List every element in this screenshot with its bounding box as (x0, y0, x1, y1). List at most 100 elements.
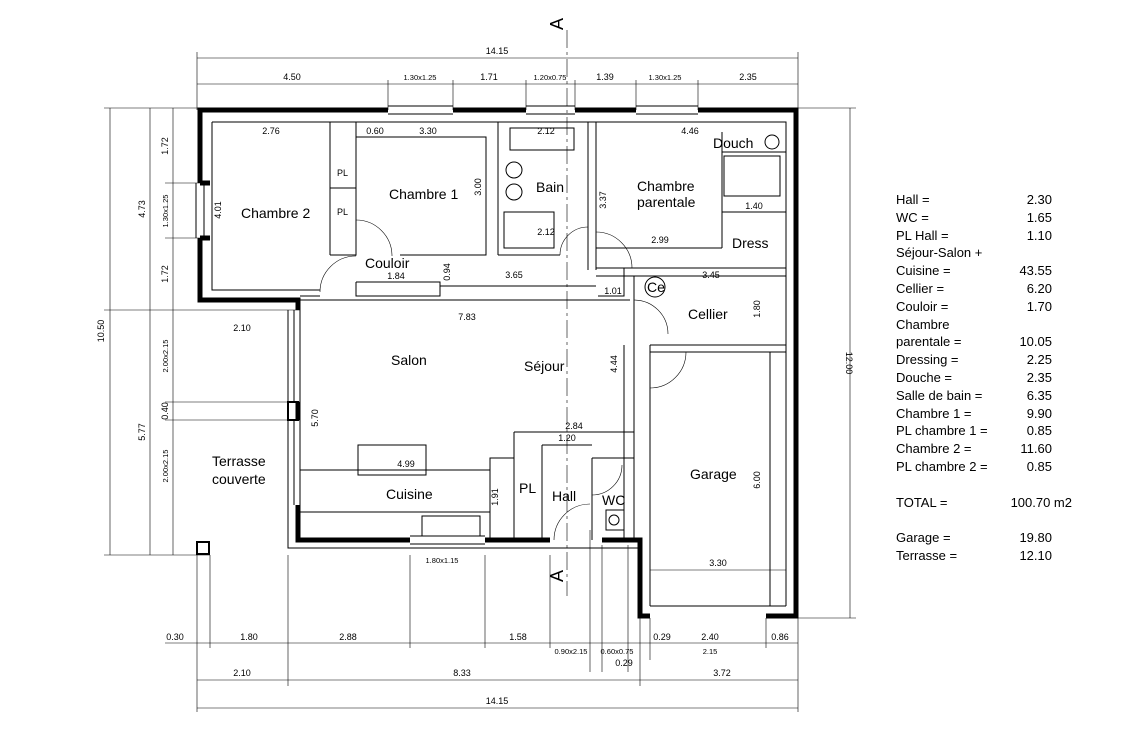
dim-bottom-door-1: 0.90x2.15 (555, 647, 588, 656)
room-terrasse-2: couverte (212, 471, 266, 487)
surface-value: 1.10 (1026, 227, 1052, 243)
room-bain: Bain (536, 179, 564, 195)
surface-value: 9.90 (1026, 405, 1052, 421)
room-chambre-1: Chambre 1 (389, 186, 458, 202)
dim-4-01: 4.01 (213, 201, 223, 219)
exterior-walls (196, 107, 799, 619)
surface-value: 1.65 (1026, 209, 1052, 225)
dim-bottom-2-10: 2.10 (233, 668, 251, 678)
room-cuisine: Cuisine (386, 486, 433, 502)
wall-inner-lines (211, 121, 787, 607)
surface-label: Hall = (896, 192, 930, 207)
dim-0-60: 0.60 (366, 126, 384, 136)
section-marker-bottom: A (547, 570, 567, 582)
dim-3-45: 3.45 (702, 270, 720, 280)
dim-bottom-1-80: 1.80 (240, 632, 258, 642)
dim-5-70: 5.70 (310, 409, 320, 427)
surface-value: 11.60 (1020, 441, 1052, 457)
room-sejour: Séjour (524, 358, 565, 374)
dim-left-5-77: 5.77 (137, 423, 147, 441)
closet-label-pl-2: PL (337, 207, 348, 217)
dim-right-12-00: 12.00 (844, 352, 854, 375)
surface-row: Chambre 2 =11.60 (896, 440, 1096, 458)
dim-bottom-total: 14.15 (486, 696, 509, 706)
dim-top-2-35: 2.35 (739, 72, 757, 82)
dim-6-00: 6.00 (752, 471, 762, 489)
dim-1-80-cellier: 1.80 (752, 300, 762, 318)
dim-1-84: 1.84 (387, 271, 405, 281)
dim-left-window: 1.30x1.25 (161, 195, 170, 228)
dim-kitchen-window: 1.80x1.15 (426, 556, 459, 565)
bottom-dimension-lines (165, 530, 799, 712)
surface-value: 2.35 (1026, 369, 1052, 385)
dim-bottom-0-29-a: 0.29 (615, 658, 633, 668)
closet-label-pl-1: PL (337, 168, 348, 178)
room-dress: Dress (732, 235, 769, 251)
dim-left-0-40: 0.40 (160, 402, 170, 420)
surface-label: Séjour-Salon + (896, 245, 983, 261)
room-salon: Salon (391, 352, 427, 368)
room-douche: Douch (713, 135, 753, 151)
dim-bottom-3-72: 3.72 (713, 668, 731, 678)
dim-3-30: 3.30 (419, 126, 437, 136)
top-dimension-lines (196, 52, 799, 110)
dim-bottom-0-29-b: 0.29 (653, 632, 671, 642)
dim-2-10: 2.10 (233, 323, 251, 333)
dim-top-1-71: 1.71 (480, 72, 498, 82)
doors (319, 219, 687, 541)
dim-left-1-72-top: 1.72 (160, 137, 170, 155)
dim-top-1-39: 1.39 (596, 72, 614, 82)
surface-label: PL chambre 2 = (896, 458, 988, 474)
room-pl-hall: PL (519, 480, 536, 496)
room-garage: Garage (690, 466, 737, 482)
dim-4-44: 4.44 (609, 355, 619, 373)
dim-top-total: 14.15 (486, 46, 509, 56)
surface-label: PL Hall = (896, 227, 949, 243)
surface-row: Hall = 2.30 (896, 191, 1096, 209)
dim-2-99: 2.99 (651, 235, 669, 245)
boiler-label-ce: Ce (647, 279, 665, 295)
dim-top-window-3: 1.30x1.25 (649, 73, 682, 82)
dim-left-door-b: 2.00x2.15 (161, 450, 170, 483)
dim-3-37: 3.37 (598, 191, 608, 209)
surface-row: Terrasse = 12.10 (896, 547, 1096, 565)
dim-2-12-bottom: 2.12 (537, 227, 555, 237)
surface-value: 0.85 (1026, 458, 1052, 474)
surface-label: Chambre 1 = (896, 405, 972, 421)
surface-row: Cellier =6.20 (896, 280, 1096, 298)
dim-3-00: 3.00 (473, 178, 483, 196)
surface-value: 6.20 (1026, 280, 1052, 296)
fixtures (421, 127, 781, 537)
room-hall: Hall (552, 488, 576, 504)
surface-value: 43.55 (1019, 263, 1052, 279)
dim-left-1-72-bottom: 1.72 (160, 265, 170, 283)
dim-3-30-garage: 3.30 (709, 558, 727, 568)
surface-value: 19.80 (1019, 530, 1052, 546)
surface-label: PL chambre 1 = (896, 423, 988, 439)
surface-row: PL chambre 2 = 0.85 (896, 458, 1096, 476)
dim-2-76: 2.76 (262, 126, 280, 136)
dim-left-10-50: 10.50 (96, 320, 106, 343)
surface-row: Chambre 1 = 9.90 (896, 405, 1096, 423)
surface-value: 2.25 (1026, 352, 1052, 368)
surface-row: Séjour-Salon + (896, 244, 1096, 262)
surface-value: 12.10 (1019, 547, 1052, 563)
surface-row: Dressing = 2.25 (896, 351, 1096, 369)
surface-value: 2.30 (1026, 192, 1052, 207)
surface-value: 0.85 (1026, 423, 1052, 439)
room-wc: WC (602, 492, 625, 508)
surface-label: Douche = (896, 369, 953, 385)
surface-label: Dressing = (896, 352, 959, 368)
dim-bottom-2-40: 2.40 (701, 632, 719, 642)
surface-label: Terrasse = (896, 547, 958, 563)
room-terrasse-1: Terrasse (212, 453, 266, 469)
dim-bottom-1-58: 1.58 (509, 632, 527, 642)
surface-row: Garage =19.80 (896, 529, 1096, 547)
surface-total-value: 100.70 m2 (1010, 494, 1072, 510)
surface-label: Salle de bain = (896, 387, 983, 403)
surface-label: Cuisine = (896, 263, 951, 279)
dim-bottom-0-30: 0.30 (166, 632, 184, 642)
surface-label: Couloir = (896, 298, 949, 314)
dim-0-94: 0.94 (442, 263, 452, 281)
